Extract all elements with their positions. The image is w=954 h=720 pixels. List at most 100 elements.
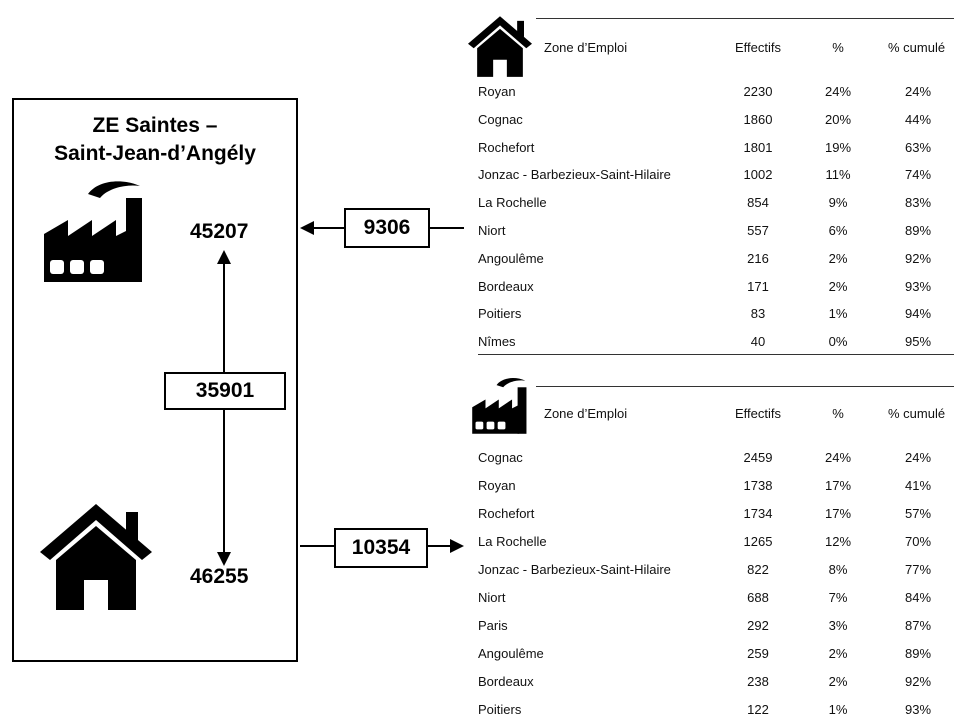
cell-zone: Poitiers [478, 702, 522, 717]
cell-zone: Paris [478, 618, 508, 633]
cell-zone: Angoulême [478, 646, 544, 661]
jobs-value: 45207 [190, 220, 249, 243]
zone-box [12, 98, 298, 662]
cell-zone: Rochefort [478, 506, 535, 521]
table-top-rule [536, 18, 954, 19]
cell-cumul: 93% [904, 278, 932, 294]
table-row: Paris 292 3% 87% [478, 616, 954, 636]
cell-zone: Angoulême [478, 250, 544, 266]
header-pct: % [832, 40, 844, 55]
cell-zone: La Rochelle [478, 534, 547, 549]
cell-cumul: 41% [904, 478, 932, 493]
cell-zone: Bordeaux [478, 278, 534, 294]
cell-pct: 1% [828, 306, 848, 322]
cell-cumul: 93% [904, 702, 932, 717]
cell-zone: Jonzac - Barbezieux-Saint-Hilaire [478, 562, 671, 577]
cell-pct: 1% [828, 702, 848, 717]
header-pct: % [832, 406, 844, 421]
cell-effectifs: 1801 [743, 139, 773, 155]
cell-zone: Niort [478, 223, 506, 238]
table-header: Zone d’Emploi Effectifs % % cumulé [478, 404, 954, 424]
cell-effectifs: 292 [747, 618, 769, 633]
cell-pct: 3% [828, 618, 848, 633]
header-effectifs: Effectifs [734, 406, 781, 421]
cell-zone: La Rochelle [478, 195, 547, 211]
zone-title: ZE Saintes – Saint-Jean-d’Angély [14, 112, 296, 168]
cell-effectifs: 1734 [743, 506, 773, 521]
cell-pct: 7% [828, 590, 848, 605]
table-header: Zone d’Emploi Effectifs % % cumulé [478, 38, 954, 58]
work-table: Zone d’Emploi Effectifs % % cumulé Cogna… [472, 378, 954, 717]
cell-cumul: 24% [904, 84, 932, 99]
cell-cumul: 92% [904, 250, 932, 266]
cell-cumul: 87% [904, 618, 932, 633]
residence-table: Zone d’Emploi Effectifs % % cumulé Royan… [468, 14, 954, 360]
cell-effectifs: 2230 [743, 84, 773, 99]
header-effectifs: Effectifs [734, 40, 781, 55]
cell-effectifs: 122 [747, 702, 769, 717]
cell-cumul: 70% [904, 534, 932, 549]
cell-effectifs: 1860 [743, 111, 773, 127]
cell-effectifs: 2459 [743, 450, 773, 465]
zone-title-line1: ZE Saintes – [92, 114, 218, 137]
cell-pct: 2% [828, 674, 848, 689]
inflow-arrow [300, 221, 464, 235]
cell-cumul: 92% [904, 674, 932, 689]
cell-cumul: 44% [904, 111, 932, 127]
cell-pct: 24% [824, 450, 852, 465]
cell-pct: 17% [824, 506, 852, 521]
table-bottom-rule [478, 354, 954, 355]
cell-pct: 19% [824, 139, 852, 155]
internal-arrow [217, 250, 231, 566]
house-icon [468, 16, 532, 77]
cell-effectifs: 238 [747, 674, 769, 689]
cell-zone: Nîmes [478, 334, 516, 350]
cell-pct: 0% [828, 334, 848, 350]
cell-effectifs: 171 [747, 278, 769, 294]
cell-effectifs: 259 [747, 646, 769, 661]
cell-effectifs: 1738 [743, 478, 773, 493]
zone-title-line2: Saint-Jean-d’Angély [54, 142, 256, 165]
cell-zone: Rochefort [478, 139, 535, 155]
cell-effectifs: 216 [747, 250, 769, 266]
cell-cumul: 95% [904, 334, 932, 350]
cell-cumul: 24% [904, 450, 932, 465]
header-cumul: % cumulé [888, 406, 946, 421]
cell-effectifs: 854 [747, 195, 769, 211]
cell-pct: 6% [828, 223, 848, 238]
cell-cumul: 84% [904, 590, 932, 605]
cell-pct: 2% [828, 278, 848, 294]
cell-cumul: 57% [904, 506, 932, 521]
table-top-rule [536, 386, 954, 387]
cell-zone: Cognac [478, 111, 523, 127]
cell-cumul: 74% [904, 167, 932, 183]
outflow-box: 10354 [334, 528, 428, 568]
header-cumul: % cumulé [888, 40, 946, 55]
factory-icon [44, 181, 142, 282]
header-zone: Zone d’Emploi [544, 406, 628, 421]
cell-zone: Cognac [478, 450, 523, 465]
cell-pct: 2% [828, 250, 848, 266]
cell-cumul: 83% [904, 195, 932, 211]
house-icon [40, 504, 152, 610]
table-row: Cognac 2459 24% 24% [478, 448, 954, 468]
cell-pct: 11% [825, 167, 851, 183]
inflow-box: 9306 [344, 208, 430, 248]
cell-cumul: 89% [904, 646, 932, 661]
cell-effectifs: 822 [747, 562, 769, 577]
table-row: Rochefort 1734 17% 57% [478, 504, 954, 524]
cell-cumul: 94% [904, 306, 932, 322]
cell-cumul: 89% [904, 223, 932, 238]
header-zone: Zone d’Emploi [544, 40, 628, 55]
